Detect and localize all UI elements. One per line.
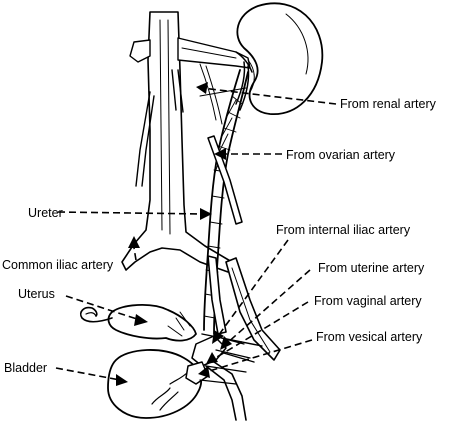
bladder — [107, 349, 203, 419]
leader-lines — [55, 82, 337, 386]
label-from-vesical-artery: From vesical artery — [316, 330, 423, 344]
uterus — [79, 304, 197, 342]
pelvic-vessel-bundle — [185, 335, 251, 421]
renal-vessels — [199, 51, 253, 125]
label-from-renal-artery: From renal artery — [340, 97, 437, 111]
label-from-vaginal-artery: From vaginal artery — [314, 294, 422, 308]
aorta-trunk — [121, 11, 251, 273]
label-bladder: Bladder — [4, 361, 47, 375]
label-from-ovarian-artery: From ovarian artery — [286, 148, 396, 162]
label-from-internal-iliac-artery: From internal iliac artery — [276, 223, 411, 237]
label-ureter: Ureter — [28, 206, 63, 220]
ovarian-vessel — [207, 135, 243, 225]
label-from-uterine-artery: From uterine artery — [318, 261, 425, 275]
label-uterus: Uterus — [18, 287, 55, 301]
kidney — [236, 2, 324, 115]
label-common-iliac-artery: Common iliac artery — [2, 258, 114, 272]
